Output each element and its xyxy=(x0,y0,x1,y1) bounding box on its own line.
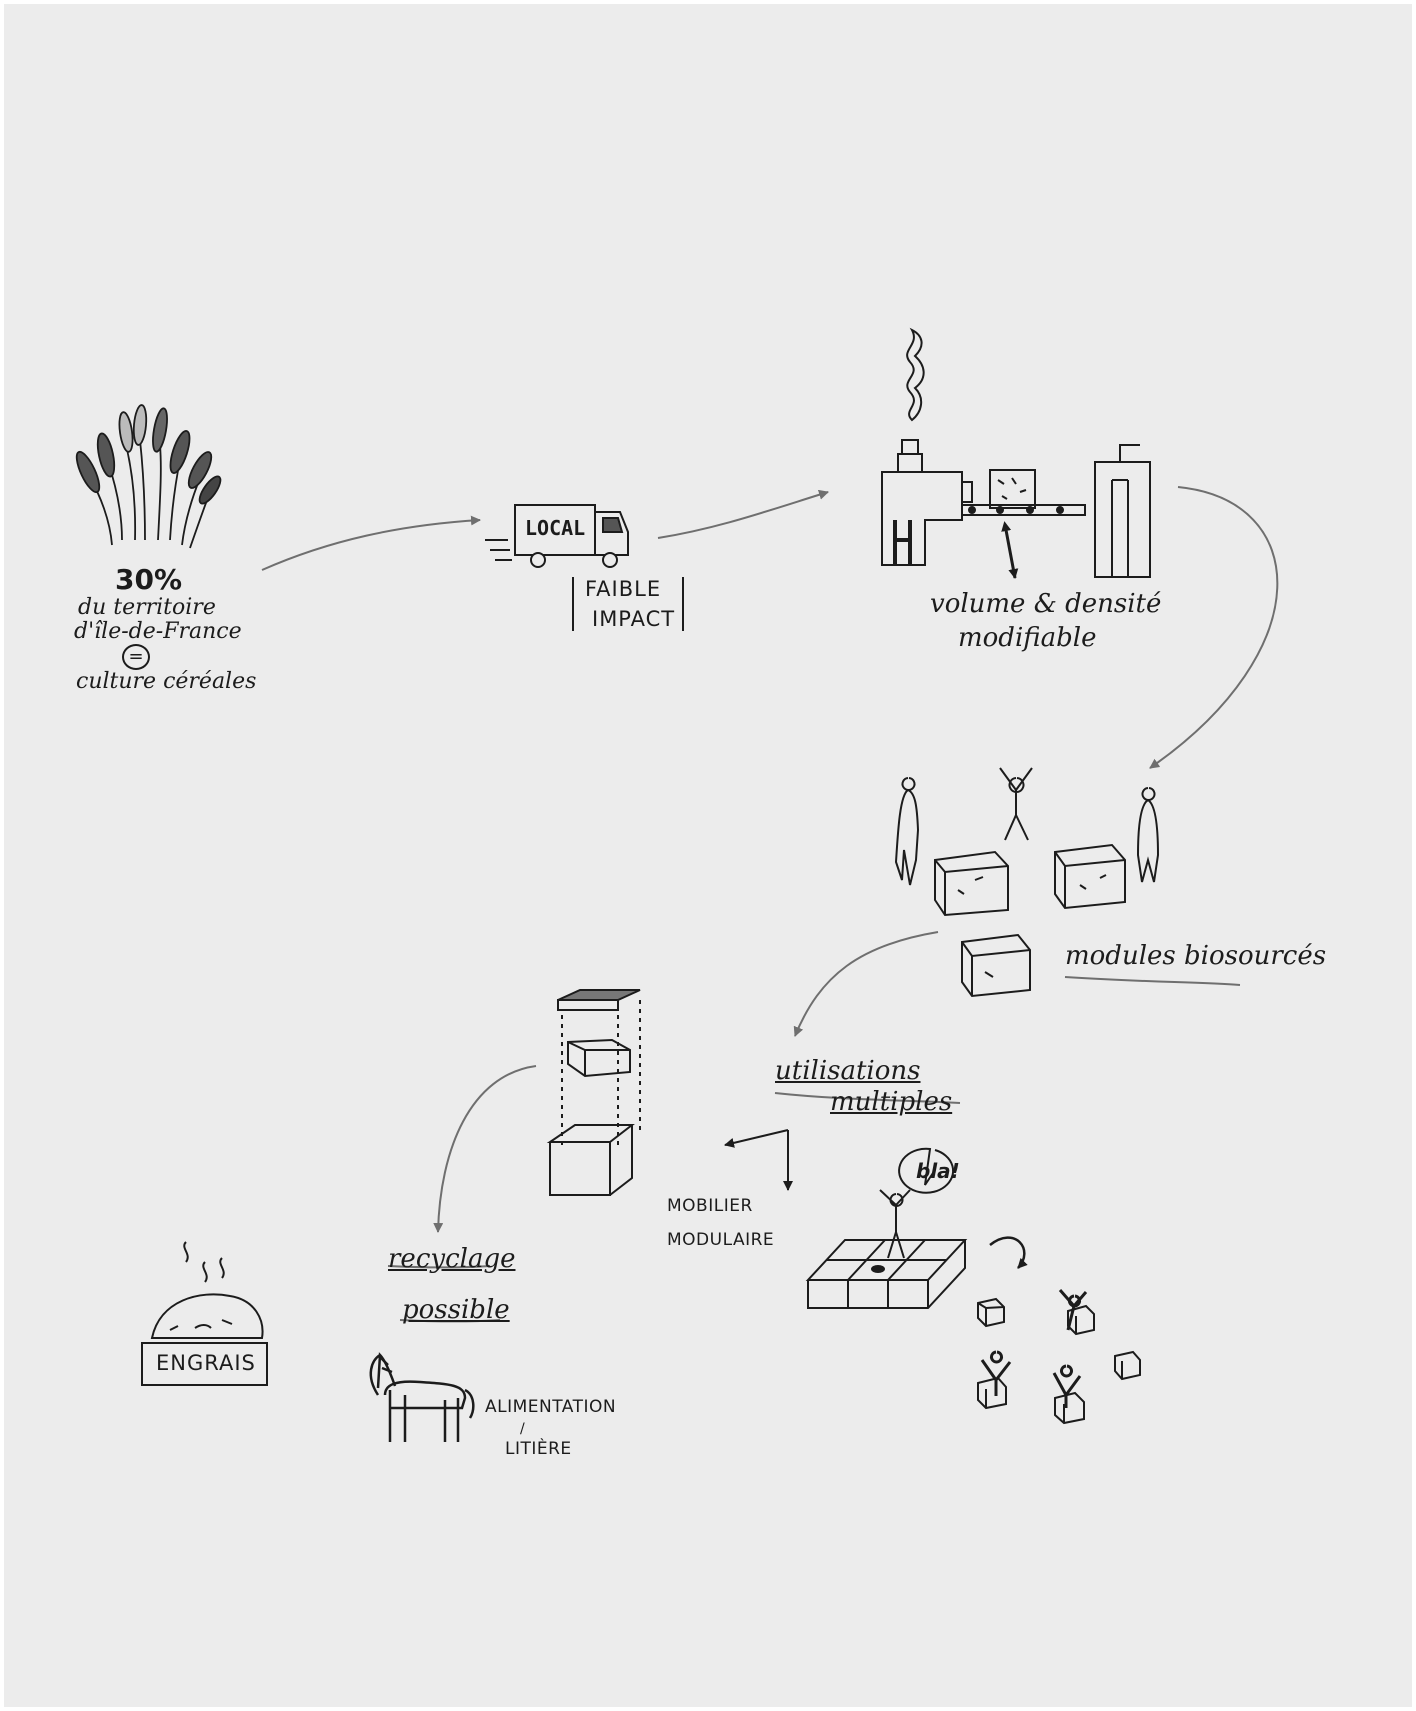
person-icon xyxy=(879,1189,911,1259)
person-icon xyxy=(999,767,1033,841)
truck-icon xyxy=(485,504,629,568)
impact-line2: IMPACT xyxy=(592,607,676,631)
furniture-line2: MODULAIRE xyxy=(667,1230,775,1250)
stat-line3: culture céréales xyxy=(76,669,257,695)
double-arrow-icon xyxy=(1001,521,1019,579)
baling-machine-icon xyxy=(881,327,1151,578)
sheet-background xyxy=(4,4,1412,1707)
truck-sign: LOCAL xyxy=(525,516,586,540)
person-icon xyxy=(1136,787,1160,883)
arrow-furniture-to-recycle xyxy=(433,1065,537,1233)
scattered-modules xyxy=(977,1289,1141,1425)
modules-people-group xyxy=(894,767,1160,998)
speech-text: bla! xyxy=(916,1159,960,1183)
horse-icon xyxy=(369,1352,475,1442)
uses-line2: multiples xyxy=(830,1087,953,1117)
feed-separator: / xyxy=(520,1421,526,1437)
person-icon xyxy=(1052,1364,1082,1408)
recycle-underlines xyxy=(387,1265,501,1323)
recycle-line1: recyclage xyxy=(388,1244,516,1274)
furniture-arrows xyxy=(724,1129,793,1191)
module-stack-icon xyxy=(546,989,641,1196)
arrow-field-to-truck xyxy=(261,515,481,571)
arrow-factory-to-modules xyxy=(1149,486,1279,769)
feed-line2: LITIÈRE xyxy=(505,1439,572,1459)
furniture-line1: MOBILIER xyxy=(667,1196,753,1216)
flow-arrows xyxy=(261,486,1279,1233)
impact-bars xyxy=(572,577,684,631)
modules-label: modules biosourcés xyxy=(1065,941,1327,971)
straw-bale-icon xyxy=(1054,843,1126,910)
feed-line1: ALIMENTATION xyxy=(485,1397,617,1417)
stat-line2: d'île-de-France xyxy=(74,618,242,644)
straw-bale-icon xyxy=(934,850,1009,917)
wheat-icon xyxy=(75,404,222,549)
stat-equals: = xyxy=(122,644,150,671)
person-icon xyxy=(894,777,920,886)
person-icon xyxy=(1058,1289,1088,1331)
speech-bubble xyxy=(898,1147,955,1194)
uses-underline xyxy=(774,1092,961,1104)
machine-line2: modifiable xyxy=(958,623,1097,653)
platform-icon xyxy=(805,1147,968,1309)
smoke-icon xyxy=(906,327,925,422)
uses-line1: utilisations xyxy=(775,1056,921,1086)
modules-underline xyxy=(1064,976,1241,986)
arrow-modules-to-uses xyxy=(793,931,939,1037)
stat-line1: du territoire xyxy=(78,594,216,620)
impact-line1: FAIBLE xyxy=(585,577,662,601)
fertilizer-label: ENGRAIS xyxy=(156,1351,256,1375)
machine-line1: volume & densité xyxy=(930,589,1162,619)
stat-percent: 30% xyxy=(115,563,183,596)
stat-group: 30% du territoire d'île-de-France = cult… xyxy=(70,563,270,695)
straw-bale-icon xyxy=(961,933,1031,998)
rotate-arrow-icon xyxy=(989,1236,1028,1269)
person-icon xyxy=(980,1350,1012,1396)
recycle-line2: possible xyxy=(402,1295,510,1325)
compost-icon xyxy=(141,1241,268,1386)
arrow-truck-to-factory xyxy=(657,489,829,539)
